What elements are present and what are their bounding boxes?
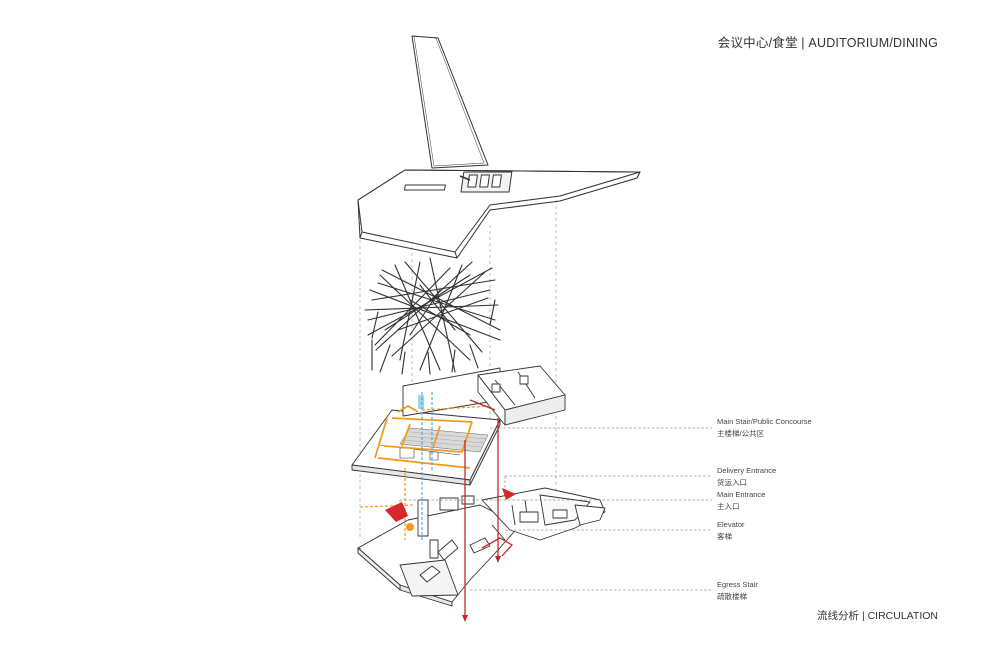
service-route: [464, 399, 514, 620]
public-circulation-route: [374, 405, 473, 469]
service-route-arrows: [462, 556, 501, 622]
callout-main-entrance-label-zh: 主入口: [717, 502, 740, 511]
callout-main-entrance-label: Main Entrance: [717, 490, 766, 499]
callout-delivery-entrance-label-zh: 货运入口: [717, 478, 747, 487]
elevator-shaft: [418, 395, 424, 409]
callout-elevator-label: Elevator: [717, 520, 745, 529]
callout-elevator-label-zh: 客梯: [717, 532, 732, 541]
diagram-caption: 流线分析 | CIRCULATION: [817, 610, 938, 622]
callout-main-stair-label: Main Stair/Public Concourse: [717, 417, 812, 426]
callout-delivery-entrance-label: Delivery Entrance: [717, 466, 777, 475]
public-circulation-route-dashed: [359, 405, 491, 540]
elevator-route: [421, 392, 433, 540]
callout-egress-stair-label: Egress Stair: [717, 580, 758, 589]
callout-main-stair-label-zh: 主楼梯/公共区: [717, 429, 765, 438]
callout-leaders: [399, 427, 712, 591]
main-entrance-arrow: [385, 502, 408, 522]
timber-structure: [364, 257, 501, 375]
roof: [357, 35, 641, 259]
delivery-entrance-arrow: [502, 488, 516, 500]
upper-floor: [351, 365, 566, 486]
callout-egress-stair-label-zh: 疏散楼梯: [717, 592, 747, 601]
page-title: 会议中心/食堂 | AUDITORIUM/DINING: [717, 36, 938, 50]
vertical-guides: [359, 200, 557, 540]
main-entrance-marker: [406, 523, 414, 531]
lower-floor: [357, 487, 606, 607]
